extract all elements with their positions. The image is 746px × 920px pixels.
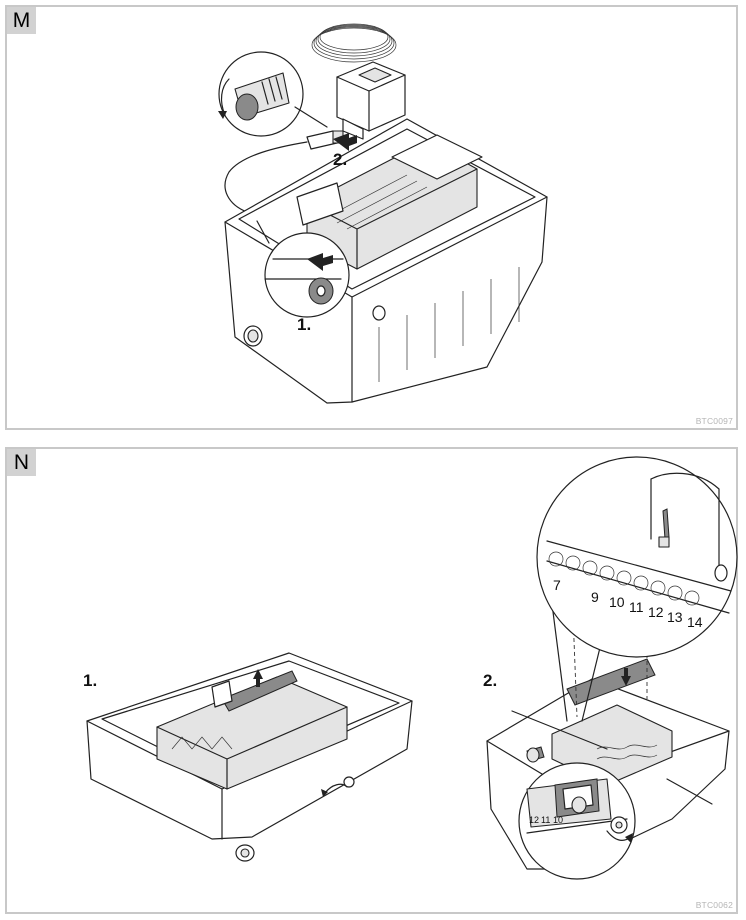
panel-label: M [7,7,36,34]
terminal-number: 10 [609,594,625,610]
terminal-number: 14 [687,614,703,630]
terminal-number: 7 [553,577,561,593]
filter-box [224,118,548,404]
terminal-detail-magnifier [536,456,738,658]
step-2-label: 2. [483,671,498,690]
step-1-label: 1. [297,315,312,334]
panel-n: N [5,447,738,914]
filter-box-illustration [218,23,548,404]
clamp-detail-magnifier [518,762,636,880]
panel-label: N [7,449,36,476]
cable [224,141,308,213]
terminal-number: 11 [629,599,644,615]
magnifier-detail-bottom [256,220,350,318]
step-1-label: 1. [83,671,98,690]
panel-m: M [5,5,738,430]
open-filter-box-left [86,652,413,862]
transformer-unit [336,61,406,140]
terminal-number: 9 [591,589,599,605]
terminal-number: 13 [667,609,683,625]
filter-box-open-illustration [86,456,738,880]
push-arrow [333,133,357,151]
detail-number: 12 [529,815,540,825]
coiled-cable [311,23,397,63]
step-2-label: 2. [333,150,348,169]
detail-number: 10 [553,815,564,825]
detail-number: 11 [541,815,551,825]
terminal-number: 12 [648,604,664,620]
cable-plug [306,130,344,150]
reference-code: BTC0097 [695,416,733,426]
reference-code: BTC0062 [695,900,733,910]
magnifier-detail-top [218,51,328,137]
